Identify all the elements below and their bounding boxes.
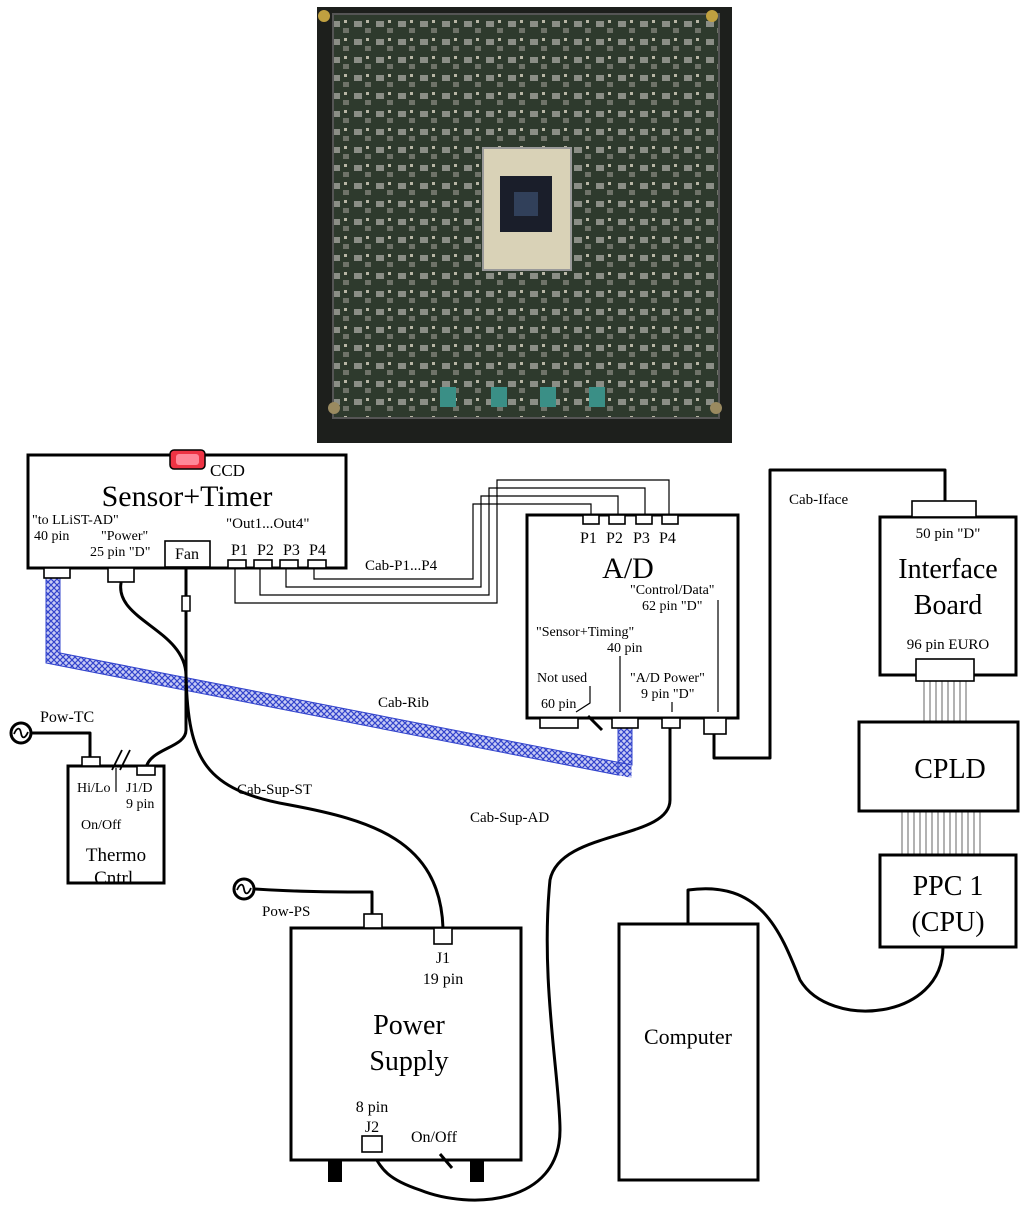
cable-iface-label: Cab-Iface — [789, 492, 848, 508]
thermo-j1d: J1/D — [126, 781, 152, 796]
fan-label: Fan — [175, 546, 199, 563]
ad-box: P1 P2 P3 P4 A/D "Control/Data" 62 pin "D… — [525, 513, 740, 735]
ad-port-p4: P4 — [659, 530, 676, 547]
cable-sup-st — [119, 581, 445, 930]
interface-top-connector: 50 pin "D" — [916, 526, 981, 542]
board-photo — [317, 7, 732, 443]
cpld-label: CPLD — [914, 754, 986, 785]
ad-control-pins: 62 pin "D" — [642, 599, 702, 614]
cable-ppc-computer — [686, 887, 945, 1013]
out-label: "Out1...Out4" — [226, 516, 310, 532]
ad-title: A/D — [602, 552, 654, 585]
thermo-onoff: On/Off — [81, 818, 122, 833]
sensor-timer-title: Sensor+Timer — [102, 480, 273, 513]
cable-rib-edge — [45, 578, 633, 776]
pow-tc-label: Pow-TC — [40, 709, 94, 726]
cable-pow-tc — [29, 731, 92, 759]
fan-cable — [144, 565, 188, 770]
interface-bottom-connector: 96 pin EURO — [907, 637, 990, 653]
ad-power-pins: 9 pin "D" — [641, 687, 694, 702]
fan-box — [164, 540, 211, 568]
interface-board-box: 50 pin "D" Interface Board 96 pin EURO — [878, 500, 1018, 682]
lliST-pins: 40 pin — [34, 529, 69, 544]
ad-sensor-timing-label: "Sensor+Timing" — [536, 625, 634, 640]
cable-rib — [46, 578, 632, 778]
cable-sup-st-label: Cab-Sup-ST — [237, 782, 312, 798]
cable-pow-ps — [253, 887, 374, 916]
ps-line2: Supply — [369, 1046, 448, 1077]
ppc-line1: PPC 1 — [913, 871, 984, 902]
ppc-line2: (CPU) — [911, 907, 984, 938]
ac-source-ps — [232, 877, 256, 901]
st-port-p2: P2 — [257, 542, 274, 559]
ad-sensor-timing-pins: 40 pin — [607, 641, 642, 656]
cable-rib-label: Cab-Rib — [378, 695, 429, 711]
lliST-label: "to LLiST-AD" — [32, 513, 119, 528]
ppc-box: PPC 1 (CPU) — [878, 853, 1018, 949]
thermo-box: Hi/Lo J1/D 9 pin On/Off Thermo Cntrl. — [66, 749, 166, 889]
ad-port-p3: P3 — [633, 530, 650, 547]
ad-control-label: "Control/Data" — [630, 583, 715, 598]
pow-ps-label: Pow-PS — [262, 904, 310, 920]
st-port-p4: P4 — [309, 542, 326, 559]
st-port-p3: P3 — [283, 542, 300, 559]
ad-port-p2: P2 — [606, 530, 623, 547]
power-label: "Power" — [101, 529, 148, 544]
cable-p1-p4-wires — [234, 479, 670, 604]
thermo-line1: Thermo — [86, 845, 146, 866]
ps-j2-pins: 8 pin — [356, 1099, 388, 1116]
ccd-label: CCD — [210, 461, 245, 480]
computer-label: Computer — [644, 1024, 733, 1049]
ps-line1: Power — [373, 1010, 445, 1041]
ac-source-tc — [9, 721, 33, 745]
ad-port-p1: P1 — [580, 530, 597, 547]
thermo-hilo: Hi/Lo — [77, 781, 110, 796]
ps-j2: J2 — [365, 1119, 379, 1136]
power-supply-box: J1 19 pin Power Supply 8 pin J2 On/Off — [289, 913, 523, 1182]
sensor-timer-box: CCD Sensor+Timer "to LLiST-AD" 40 pin "P… — [26, 449, 348, 583]
cable-sup-ad — [370, 726, 672, 1202]
interface-line2: Board — [914, 590, 982, 621]
ps-onoff: On/Off — [411, 1129, 458, 1146]
cable-p1p4-label: Cab-P1...P4 — [365, 558, 438, 574]
computer-box: Computer — [617, 922, 760, 1182]
ps-j1-pins: 19 pin — [423, 971, 463, 988]
st-port-p1: P1 — [231, 542, 248, 559]
cable-iface — [712, 468, 947, 760]
ad-not-used-label: Not used — [537, 671, 587, 686]
ad-not-used-pins: 60 pin — [541, 697, 576, 712]
cpld-box: CPLD — [857, 720, 1020, 813]
power-pins: 25 pin "D" — [90, 545, 150, 560]
ad-power-label: "A/D Power" — [630, 671, 705, 686]
thermo-line2: Cntrl. — [94, 868, 138, 889]
thermo-pins: 9 pin — [126, 797, 154, 812]
interface-line1: Interface — [898, 554, 997, 585]
cable-sup-ad-label: Cab-Sup-AD — [470, 810, 549, 826]
cpld-ribbon-lines — [901, 681, 981, 855]
ps-j1: J1 — [436, 950, 450, 967]
